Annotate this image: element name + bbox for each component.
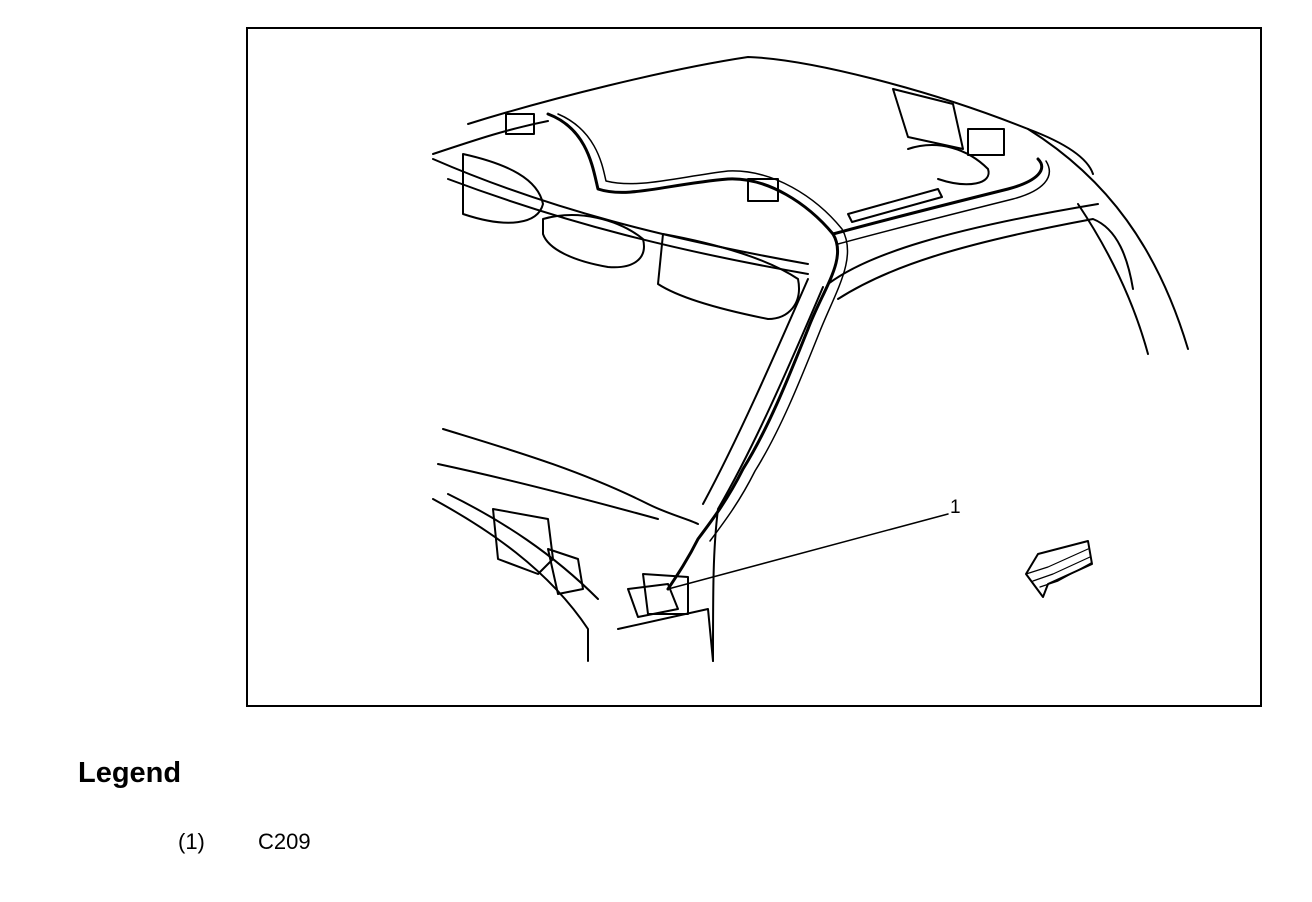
windshield-header-lower [447, 178, 809, 275]
diagram-frame: 1 [246, 27, 1262, 707]
legend-item-label: C209 [258, 829, 311, 854]
connector-body [627, 583, 679, 618]
callout-number: 1 [950, 497, 961, 518]
dashboard-edge-2 [447, 493, 599, 600]
callout-leader-line [667, 513, 949, 590]
wiring-harness-main-inner [557, 113, 849, 542]
legend-title: Legend [78, 757, 182, 789]
windshield-header [432, 158, 809, 265]
left-sun-visor [462, 153, 544, 224]
wiring-harness-roof-branch-inner [837, 160, 1051, 245]
dashboard-upper [437, 463, 659, 520]
dash-bracket [492, 508, 554, 575]
right-sun-visor [657, 233, 800, 320]
rear-roof-curve [1027, 128, 1189, 350]
door-frame-inner [837, 218, 1134, 300]
rear-roof-curve-inner [1077, 203, 1149, 355]
roof-light-bar [847, 188, 943, 223]
dashboard-top [442, 428, 699, 525]
roof-outline [467, 56, 1094, 175]
wiring-harness-main [546, 112, 840, 591]
connector-housing [642, 573, 689, 615]
a-pillar-inner [702, 278, 809, 505]
a-pillar-outer [712, 286, 824, 662]
front-direction-arrow-icon [1025, 540, 1093, 598]
legend-item-number: (1) [178, 829, 205, 854]
dashboard-edge [432, 498, 589, 662]
floor-panel [617, 608, 714, 662]
roof-clip-3 [967, 128, 1005, 156]
rear-view-mirror [542, 214, 645, 269]
wiring-harness-roof-branch [831, 157, 1044, 236]
roof-clip-1 [505, 113, 535, 135]
overhead-console-detail [907, 144, 990, 186]
wiring-harness-diagram: 1 [432, 56, 1189, 662]
overhead-console [892, 88, 964, 150]
roof-front-edge [432, 120, 549, 155]
dash-bracket-2 [547, 548, 584, 595]
door-frame-top [827, 203, 1099, 285]
